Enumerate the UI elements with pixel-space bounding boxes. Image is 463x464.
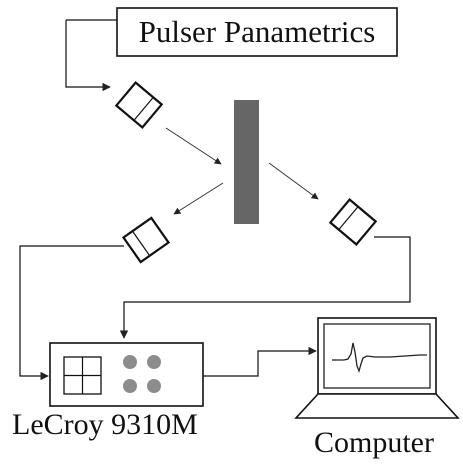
oscilloscope-knob-icon <box>123 379 137 393</box>
transmitted-beam-arrow <box>268 162 319 200</box>
waveform-icon <box>332 342 427 374</box>
reflected-beam-arrow <box>173 182 224 215</box>
transmission-receiver-transducer-icon <box>328 198 378 246</box>
pulser-box: Pulser Panametrics <box>116 7 398 57</box>
laptop-icon <box>294 317 460 419</box>
incident-beam-arrow <box>165 127 222 165</box>
oscilloscope-box <box>49 342 204 407</box>
sample-plate <box>234 100 259 224</box>
oscilloscope-knob-icon <box>147 379 161 393</box>
oscilloscope-knob-icon <box>123 355 137 369</box>
laptop-keyboard-base <box>294 393 460 419</box>
oscilloscope-label: LeCroy 9310M <box>12 408 198 441</box>
oscilloscope-knob-icon <box>147 355 161 369</box>
reflection-receiver-cable <box>19 245 124 381</box>
transmission-receiver-cable <box>119 236 411 339</box>
laptop-screen <box>323 323 431 389</box>
pulser-to-transmitter-cable <box>65 20 111 92</box>
transmitter-transducer-icon <box>114 81 164 129</box>
computer-label: Computer <box>314 426 434 459</box>
reflection-receiver-transducer-icon <box>121 216 171 264</box>
pulser-label: Pulser Panametrics <box>139 14 376 49</box>
oscilloscope-to-computer-cable <box>203 346 317 377</box>
